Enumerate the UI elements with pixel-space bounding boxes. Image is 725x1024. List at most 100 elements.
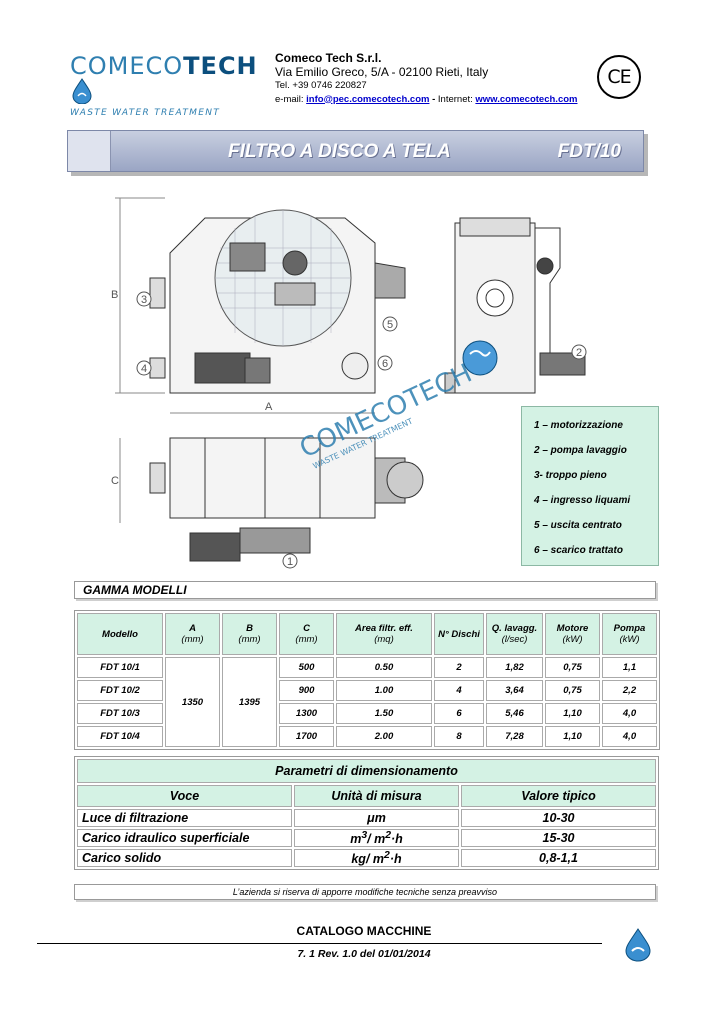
table-row: FDT 10/2 900 1.00 4 3,64 0,75 2,2 bbox=[77, 680, 657, 701]
voce-cell: Carico idraulico superficiale bbox=[77, 829, 292, 848]
water-drop-icon bbox=[72, 78, 92, 105]
model-cell: FDT 10/4 bbox=[77, 726, 163, 747]
dischi-cell: 6 bbox=[434, 703, 484, 724]
voce-cell: Luce di filtrazione bbox=[77, 809, 292, 827]
params-row: Carico solido kg/ m2·h 0,8-1,1 bbox=[77, 849, 656, 868]
header-cell: A(mm) bbox=[165, 613, 220, 655]
product-code: FDT/10 bbox=[557, 141, 621, 162]
header-cell: C(mm) bbox=[279, 613, 334, 655]
q-cell: 7,28 bbox=[486, 726, 543, 747]
dischi-cell: 8 bbox=[434, 726, 484, 747]
valore-cell: 10-30 bbox=[461, 809, 656, 827]
header-cell: Modello bbox=[77, 613, 163, 655]
revision-info: 7. 1 Rev. 1.0 del 01/01/2014 bbox=[297, 948, 431, 960]
component-legend: 1 – motorizzazione 2 – pompa lavaggio 3-… bbox=[521, 406, 659, 566]
area-cell: 0.50 bbox=[336, 657, 432, 678]
pompa-cell: 4,0 bbox=[602, 726, 657, 747]
motore-cell: 0,75 bbox=[545, 680, 600, 701]
header-valore: Valore tipico bbox=[461, 785, 656, 807]
product-title: FILTRO A DISCO A TELA bbox=[228, 141, 451, 162]
params-row: Carico idraulico superficiale m3/ m2·h 1… bbox=[77, 829, 656, 848]
separator: - bbox=[429, 93, 438, 105]
section-header: GAMMA MODELLI bbox=[74, 581, 656, 599]
unit-cell: kg/ m2·h bbox=[294, 849, 459, 868]
title-banner: FILTRO A DISCO A TELA FDT/10 bbox=[67, 130, 644, 172]
motore-cell: 1,10 bbox=[545, 726, 600, 747]
company-contacts: e-mail: info@pec.comecotech.com - Intern… bbox=[275, 93, 577, 107]
header-cell: B(mm) bbox=[222, 613, 277, 655]
dimension-b-label: B bbox=[111, 289, 118, 301]
dimension-a-label: A bbox=[265, 401, 273, 413]
catalog-title: CATALOGO MACCHINE bbox=[296, 924, 432, 938]
a-cell: 1350 bbox=[165, 657, 220, 747]
table-row: FDT 10/1 1350 1395 500 0.50 2 1,82 0,75 … bbox=[77, 657, 657, 747]
model-cell: FDT 10/3 bbox=[77, 703, 163, 724]
params-title-row: Parametri di dimensionamento bbox=[77, 759, 656, 783]
company-info: Comeco Tech S.r.l. Via Emilio Greco, 5/A… bbox=[275, 51, 577, 107]
header-voce: Voce bbox=[77, 785, 292, 807]
valore-cell: 0,8-1,1 bbox=[461, 849, 656, 868]
b-cell: 1395 bbox=[222, 657, 277, 747]
header-cell: Pompa(kW) bbox=[602, 613, 657, 655]
c-cell: 500 bbox=[279, 657, 334, 678]
pompa-cell: 1,1 bbox=[602, 657, 657, 678]
params-row: Luce di filtrazione μm 10-30 bbox=[77, 809, 656, 827]
header-cell: Q. lavagg.(l/sec) bbox=[486, 613, 543, 655]
company-phone: Tel. +39 0746 220827 bbox=[275, 80, 367, 91]
callout-3: 3 bbox=[141, 294, 147, 306]
motore-cell: 1,10 bbox=[545, 703, 600, 724]
email-label: e-mail: bbox=[275, 93, 304, 105]
callout-6: 6 bbox=[382, 358, 388, 370]
models-table: Modello A(mm) B(mm) C(mm) Area filtr. ef… bbox=[74, 610, 660, 750]
technical-drawing: A B C 3 4 5 6 2 1 COMECOTECH WASTE WATER… bbox=[111, 197, 587, 569]
legend-item: 3- troppo pieno bbox=[534, 470, 607, 481]
parameters-table: Parametri di dimensionamento Voce Unità … bbox=[74, 756, 659, 871]
pompa-cell: 4,0 bbox=[602, 703, 657, 724]
legend-item: 4 – ingresso liquami bbox=[534, 495, 631, 506]
model-cell: FDT 10/2 bbox=[77, 680, 163, 701]
valore-cell: 15-30 bbox=[461, 829, 656, 848]
company-name: Comeco Tech S.r.l. bbox=[275, 51, 382, 65]
ce-mark: CE bbox=[597, 55, 641, 99]
unit-cell: μm bbox=[294, 809, 459, 827]
q-cell: 1,82 bbox=[486, 657, 543, 678]
email-link[interactable]: info@pec.comecotech.com bbox=[306, 93, 430, 105]
company-logo: COMECOTECH WASTE WATER TREATMENT bbox=[70, 54, 260, 118]
logo-wordmark: COMECOTECH bbox=[70, 54, 260, 105]
table-row: FDT 10/3 1300 1.50 6 5,46 1,10 4,0 bbox=[77, 703, 657, 724]
params-header-row: Voce Unità di misura Valore tipico bbox=[77, 785, 656, 807]
front-view bbox=[115, 197, 406, 414]
pompa-cell: 2,2 bbox=[602, 680, 657, 701]
header-cell: N° Dischi bbox=[434, 613, 484, 655]
dischi-cell: 4 bbox=[434, 680, 484, 701]
area-cell: 1.00 bbox=[336, 680, 432, 701]
banner-tab bbox=[68, 131, 111, 171]
legend-item: 6 – scarico trattato bbox=[534, 545, 623, 556]
params-title: Parametri di dimensionamento bbox=[77, 759, 656, 783]
q-cell: 3,64 bbox=[486, 680, 543, 701]
legend-item: 1 – motorizzazione bbox=[534, 420, 623, 431]
motore-cell: 0,75 bbox=[545, 657, 600, 678]
header-unita: Unità di misura bbox=[294, 785, 459, 807]
c-cell: 1700 bbox=[279, 726, 334, 747]
model-cell: FDT 10/1 bbox=[77, 657, 163, 678]
area-cell: 1.50 bbox=[336, 703, 432, 724]
unit-cell: m3/ m2·h bbox=[294, 829, 459, 848]
logo-tagline: WASTE WATER TREATMENT bbox=[70, 108, 221, 118]
website-link[interactable]: www.comecotech.com bbox=[475, 93, 578, 105]
plan-view bbox=[119, 437, 424, 562]
table-header-row: Modello A(mm) B(mm) C(mm) Area filtr. ef… bbox=[77, 613, 657, 655]
legend-item: 5 – uscita centrato bbox=[534, 520, 622, 531]
callout-2: 2 bbox=[576, 347, 582, 359]
callout-1: 1 bbox=[287, 556, 293, 568]
water-drop-icon bbox=[625, 928, 651, 962]
globe-icon bbox=[462, 340, 498, 376]
c-cell: 1300 bbox=[279, 703, 334, 724]
header-cell: Area filtr. eff.(mq) bbox=[336, 613, 432, 655]
company-address: Via Emilio Greco, 5/A - 02100 Rieti, Ita… bbox=[275, 64, 489, 79]
dischi-cell: 2 bbox=[434, 657, 484, 678]
dimension-c-label: C bbox=[111, 475, 119, 487]
callout-5: 5 bbox=[387, 319, 393, 331]
footer-divider bbox=[37, 943, 602, 944]
voce-cell: Carico solido bbox=[77, 849, 292, 868]
